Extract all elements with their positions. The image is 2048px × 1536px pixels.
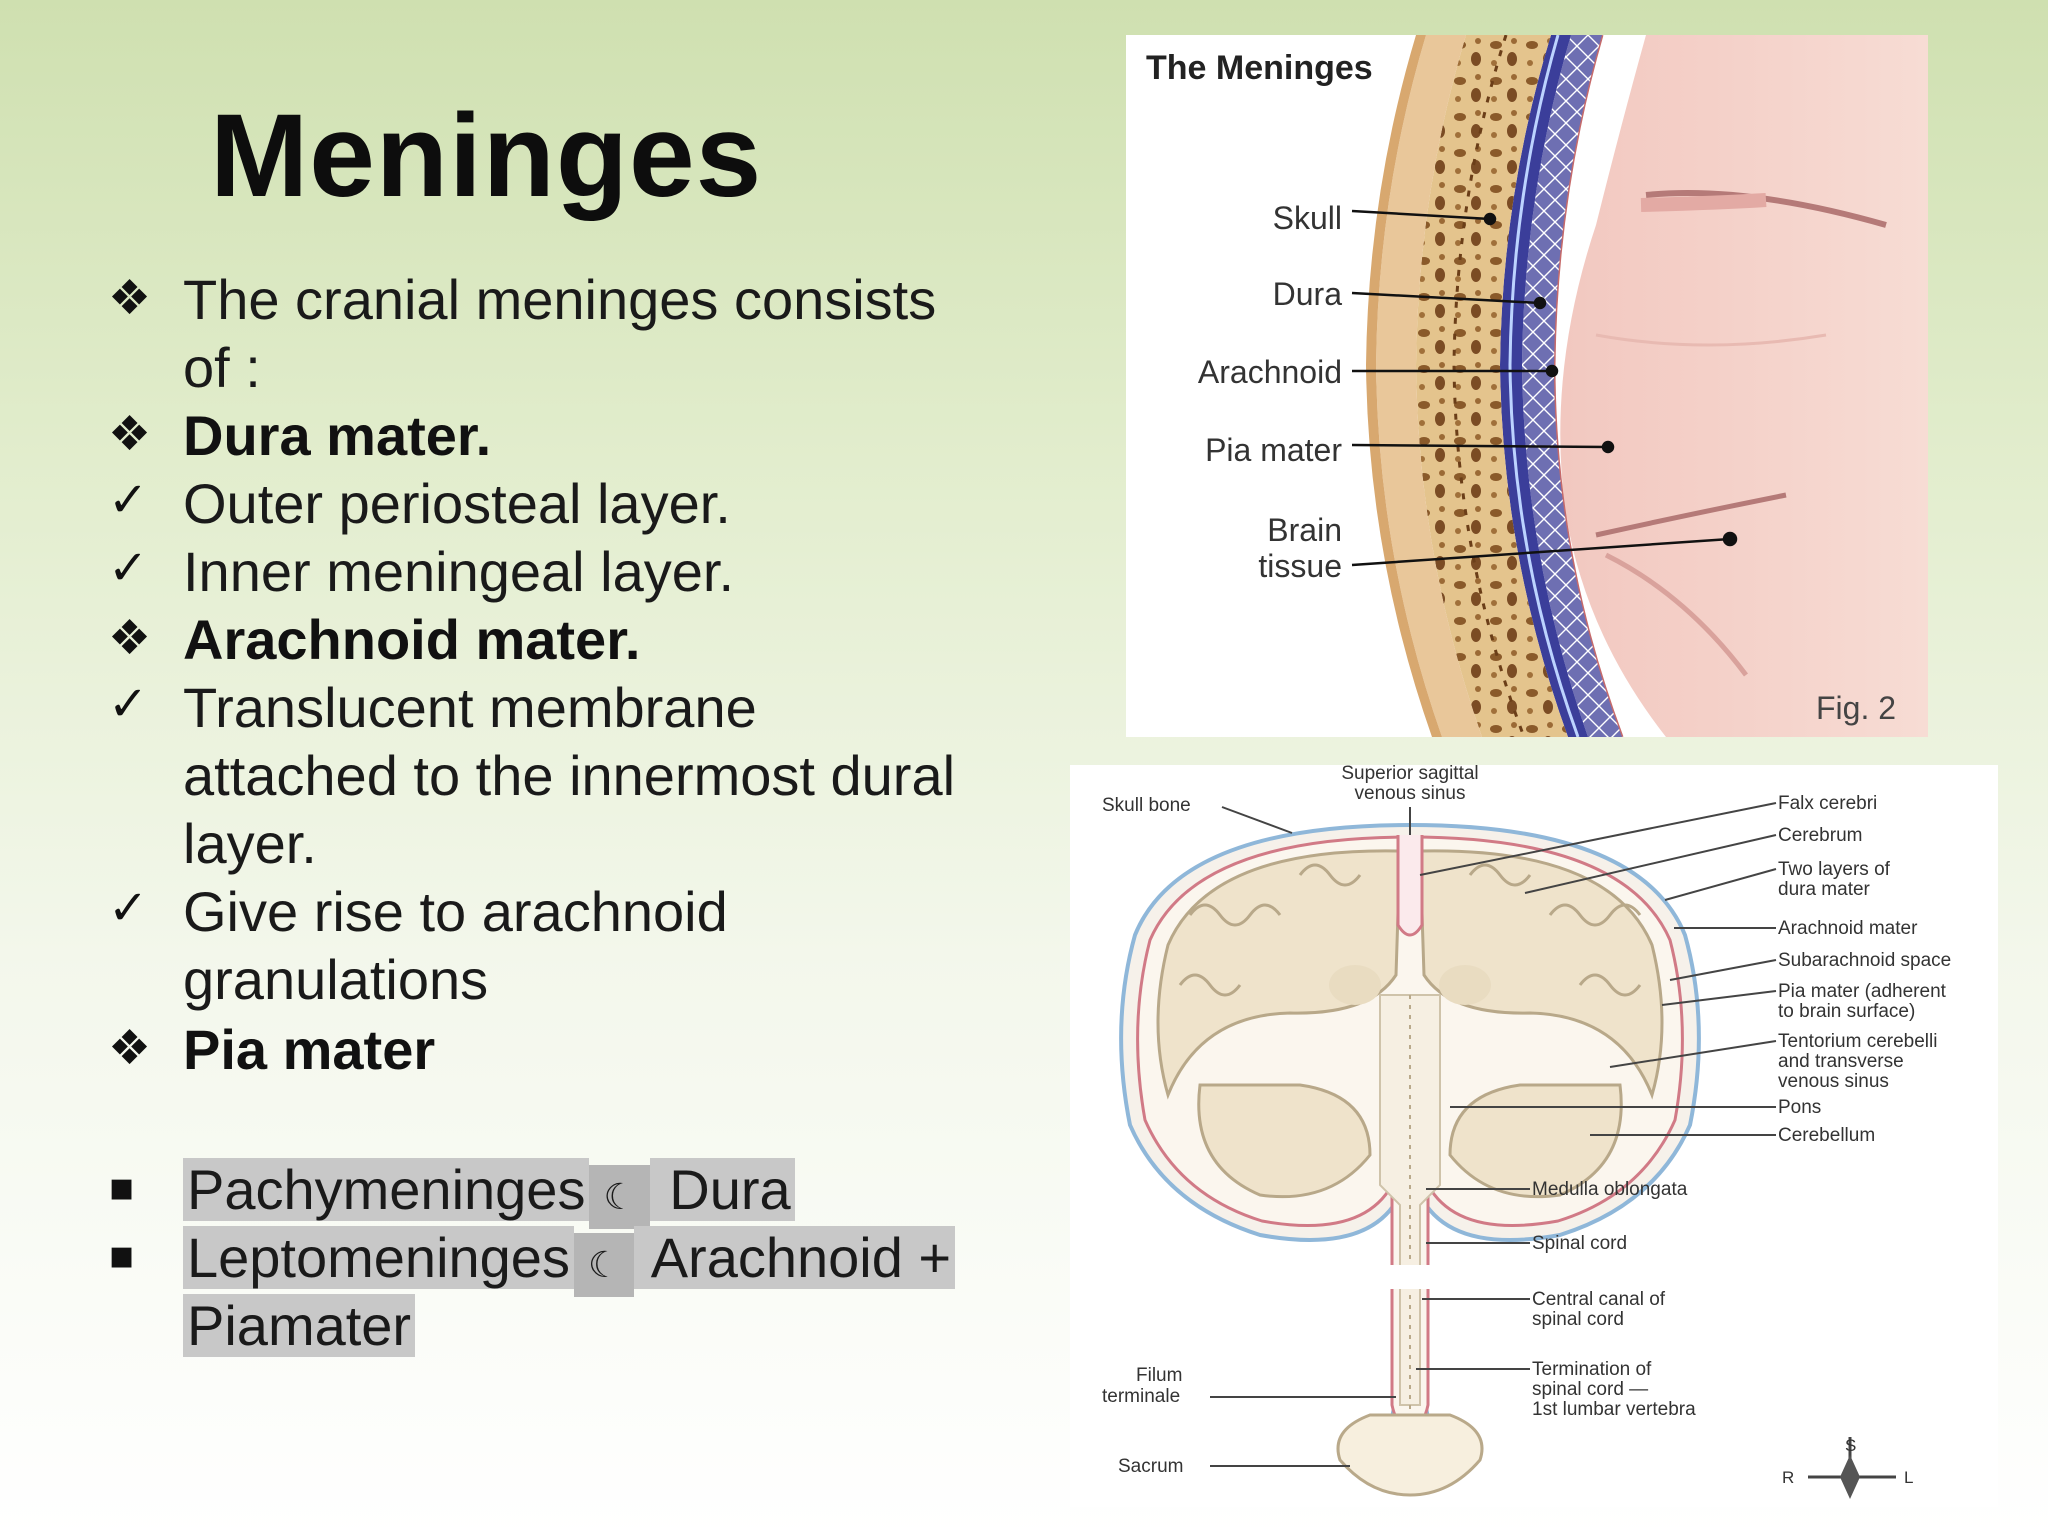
- check-bullet-icon: ✓: [108, 880, 149, 936]
- meninges-figure: The Meninges Skull Dura Arachnoid Pia ma…: [1126, 35, 1928, 737]
- label-sacrum: Sacrum: [1118, 1456, 1183, 1477]
- leptomeninges-term: Leptomeninges☾ Arachnoid +: [183, 1226, 956, 1297]
- label-brain: Brain: [1267, 512, 1342, 548]
- diamond-bullet-icon: ❖: [108, 610, 152, 666]
- label-pons: Pons: [1778, 1097, 1821, 1118]
- term-value: Piamater: [183, 1294, 416, 1357]
- compass-s: S: [1845, 1436, 1856, 1455]
- label-medulla: Medulla oblongata: [1532, 1179, 1688, 1200]
- compass-l: L: [1904, 1468, 1913, 1487]
- figure-title: The Meninges: [1146, 49, 1373, 87]
- label-subarachnoid: Subarachnoid space: [1778, 950, 1951, 971]
- label-superior-sagittal: Superior sagittal: [1341, 765, 1478, 784]
- label-pia-mater: Pia mater (adherent: [1778, 981, 1947, 1002]
- label-cerebellum: Cerebellum: [1778, 1125, 1875, 1146]
- figure-caption: Fig. 2: [1816, 690, 1896, 726]
- label-pia-mater: Pia mater: [1205, 432, 1342, 468]
- square-bullet-icon: ▪: [108, 1164, 136, 1210]
- bullet-text: Arachnoid mater.: [183, 608, 641, 671]
- label-termination-2: spinal cord —: [1532, 1379, 1648, 1400]
- bullet-text: attached to the innermost dural: [183, 744, 956, 807]
- bullet-text: Pia mater: [183, 1018, 436, 1081]
- arrow-icon: ☾: [589, 1165, 650, 1229]
- label-central-canal-2: spinal cord: [1532, 1309, 1624, 1330]
- diamond-bullet-icon: ❖: [108, 406, 152, 462]
- arrow-icon: ☾: [573, 1233, 635, 1297]
- bullet-text: Dura mater.: [183, 404, 492, 467]
- label-termination: Termination of: [1532, 1359, 1652, 1380]
- bullet-text: Give rise to arachnoid: [183, 880, 728, 943]
- label-filum: Filum: [1136, 1365, 1182, 1386]
- label-pia-surface: to brain surface): [1778, 1001, 1915, 1022]
- label-termination-3: 1st lumbar vertebra: [1532, 1399, 1696, 1420]
- check-bullet-icon: ✓: [108, 540, 149, 596]
- label-terminale: terminale: [1102, 1386, 1180, 1407]
- check-bullet-icon: ✓: [108, 472, 149, 528]
- label-two-layers: Two layers of: [1778, 859, 1891, 880]
- term-value: Dura: [649, 1158, 795, 1221]
- compass-r: R: [1782, 1468, 1794, 1487]
- term-value: Arachnoid +: [634, 1226, 956, 1289]
- label-tentorium-2: and transverse: [1778, 1051, 1904, 1072]
- label-arachnoid-mater: Arachnoid mater: [1778, 918, 1918, 939]
- label-spinal-cord: Spinal cord: [1532, 1233, 1627, 1254]
- meninges-illustration: The Meninges Skull Dura Arachnoid Pia ma…: [1126, 35, 1928, 737]
- square-bullet-icon: ▪: [108, 1232, 136, 1278]
- label-venous-sinus: venous sinus: [1355, 783, 1466, 804]
- cns-meninges-illustration: Superior sagittal venous sinus Skull bon…: [1070, 765, 1998, 1507]
- label-tentorium: Tentorium cerebelli: [1778, 1031, 1937, 1052]
- bullet-text: Translucent membrane: [183, 676, 757, 739]
- label-arachnoid: Arachnoid: [1198, 354, 1342, 390]
- label-skull: Skull: [1273, 200, 1342, 236]
- label-cerebrum: Cerebrum: [1778, 825, 1862, 846]
- bullet-text: granulations: [183, 948, 489, 1011]
- pachymeninges-term: Pachymeninges☾ Dura: [183, 1158, 795, 1229]
- cns-meninges-figure: Superior sagittal venous sinus Skull bon…: [1070, 765, 1998, 1507]
- term-label: Leptomeninges: [183, 1226, 574, 1289]
- bullet-text: Outer periosteal layer.: [183, 472, 731, 535]
- label-falx-cerebri: Falx cerebri: [1778, 793, 1877, 814]
- leptomeninges-term-continued: Piamater: [183, 1294, 416, 1358]
- label-skull-bone: Skull bone: [1102, 795, 1191, 816]
- bullet-text: layer.: [183, 812, 317, 875]
- check-bullet-icon: ✓: [108, 676, 149, 732]
- bullet-text: Inner meningeal layer.: [183, 540, 735, 603]
- label-tentorium-3: venous sinus: [1778, 1071, 1889, 1092]
- slide-title: Meninges: [210, 90, 763, 222]
- bullet-text: The cranial meninges consists: [183, 268, 937, 331]
- label-dura: Dura: [1273, 276, 1343, 312]
- bullet-text: of :: [183, 336, 261, 399]
- label-central-canal: Central canal of: [1532, 1289, 1666, 1310]
- label-tissue: tissue: [1258, 548, 1342, 584]
- diamond-bullet-icon: ❖: [108, 1020, 152, 1076]
- term-label: Pachymeninges: [183, 1158, 590, 1221]
- compass-icon: S R L: [1782, 1436, 1913, 1499]
- diamond-bullet-icon: ❖: [108, 270, 152, 326]
- label-dura-mater: dura mater: [1778, 879, 1871, 900]
